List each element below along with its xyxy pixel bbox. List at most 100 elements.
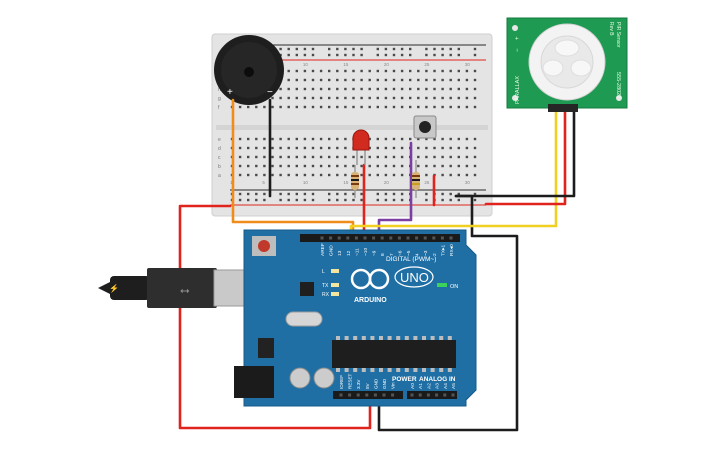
chip-pin [396, 336, 401, 340]
wire-red-pir-power[interactable] [484, 108, 567, 206]
column-number: 15 [343, 180, 349, 185]
terminal-hole [400, 87, 404, 91]
terminal-hole [457, 105, 460, 109]
terminal-hole [311, 173, 315, 177]
header-hole [418, 393, 422, 397]
analog-pin-label: A4 [443, 383, 449, 389]
pir-mount-hole-1 [512, 25, 518, 31]
terminal-hole [417, 105, 420, 109]
terminal-hole [417, 69, 420, 73]
pir-part-number: 555-28027 [615, 72, 621, 98]
terminal-hole [319, 137, 323, 141]
terminal-hole [287, 96, 290, 100]
rail-hole [287, 192, 290, 196]
terminal-hole [287, 105, 290, 109]
wire-red-5v-rail[interactable] [178, 204, 372, 430]
rail-hole [344, 47, 347, 51]
terminal-hole [303, 69, 307, 73]
terminal-hole [328, 69, 331, 73]
center-divider [216, 125, 488, 130]
terminal-hole [457, 164, 460, 168]
terminal-hole [433, 87, 436, 91]
power-label: POWER [392, 376, 417, 383]
terminal-hole [441, 96, 444, 100]
wire-purple-button-pin8[interactable] [377, 141, 413, 239]
terminal-hole [392, 146, 396, 150]
chip-pin [396, 368, 401, 372]
usb-cable[interactable]: ⚡ ⭤ [98, 268, 265, 308]
header-hole [373, 393, 377, 397]
terminal-hole [457, 78, 460, 82]
rail-hole [311, 53, 315, 57]
voltage-regulator [258, 338, 274, 358]
terminal-hole [400, 69, 404, 73]
rail-hole [263, 198, 266, 202]
terminal-hole [328, 96, 331, 100]
column-number: 10 [303, 62, 309, 67]
terminal-hole [303, 78, 307, 82]
digital-pin-label: 12 [346, 250, 352, 256]
rail-hole [263, 192, 266, 196]
terminal-hole [392, 87, 396, 91]
arduino-infinity-logo [350, 268, 390, 290]
usb-lightning-icon: ⚡ [109, 283, 119, 293]
pir-dome-segment-3 [570, 59, 592, 77]
rail-hole [311, 198, 315, 202]
rail-hole [328, 192, 331, 196]
terminal-hole [247, 155, 250, 159]
rail-hole [352, 47, 355, 51]
terminal-hole [441, 87, 444, 91]
rail-hole [295, 47, 298, 51]
piezo-buzzer[interactable]: + − [214, 35, 284, 105]
header-hole [432, 236, 436, 240]
row-letter: c [218, 155, 221, 161]
resistor-led[interactable] [351, 165, 359, 198]
reset-button[interactable] [258, 240, 270, 252]
chip-pin [439, 368, 444, 372]
terminal-hole [368, 173, 371, 177]
resistor-button[interactable] [412, 160, 420, 198]
power-pin-label: IOREF [339, 375, 344, 389]
analog-pin-label: A0 [410, 383, 416, 389]
push-button[interactable] [413, 115, 437, 139]
terminal-hole [368, 69, 371, 73]
terminal-hole [400, 146, 404, 150]
header-hole [440, 236, 444, 240]
digital-pin-label: ~3 [423, 250, 429, 256]
terminal-hole [263, 173, 266, 177]
infinity-loop-right [368, 268, 390, 290]
rail-hole [384, 47, 388, 51]
chip-pin [404, 368, 409, 372]
terminal-hole [400, 105, 404, 109]
status-led-label: RX [322, 292, 330, 298]
power-pin-label: 3.3V [356, 379, 361, 389]
terminal-hole [360, 155, 363, 159]
digital-pin-label: GND [329, 245, 335, 256]
rail-hole [457, 47, 460, 51]
terminal-hole [344, 96, 347, 100]
rail-hole [425, 47, 428, 51]
terminal-hole [255, 146, 258, 150]
rail-hole [344, 198, 347, 202]
on-led [437, 283, 447, 287]
rail-hole [328, 53, 331, 57]
red-led[interactable] [352, 129, 370, 165]
terminal-hole [303, 146, 307, 150]
terminal-hole [433, 146, 436, 150]
terminal-hole [279, 164, 282, 168]
rail-hole [336, 198, 339, 202]
row-letter: e [218, 137, 221, 143]
pir-sensor[interactable]: PARALLAX PIR Sensor Rev B 555-28027 + − [506, 17, 628, 112]
wire-black-pir-gnd[interactable] [454, 108, 576, 198]
chip-pin [353, 368, 358, 372]
terminal-hole [384, 96, 388, 100]
terminal-hole [384, 146, 388, 150]
terminal-hole [271, 146, 274, 150]
rail-hole [473, 53, 477, 57]
terminal-hole [425, 96, 428, 100]
pir-header [548, 104, 578, 112]
power-pin-label: Vin [391, 382, 396, 389]
crystal-oscillator [285, 311, 323, 327]
